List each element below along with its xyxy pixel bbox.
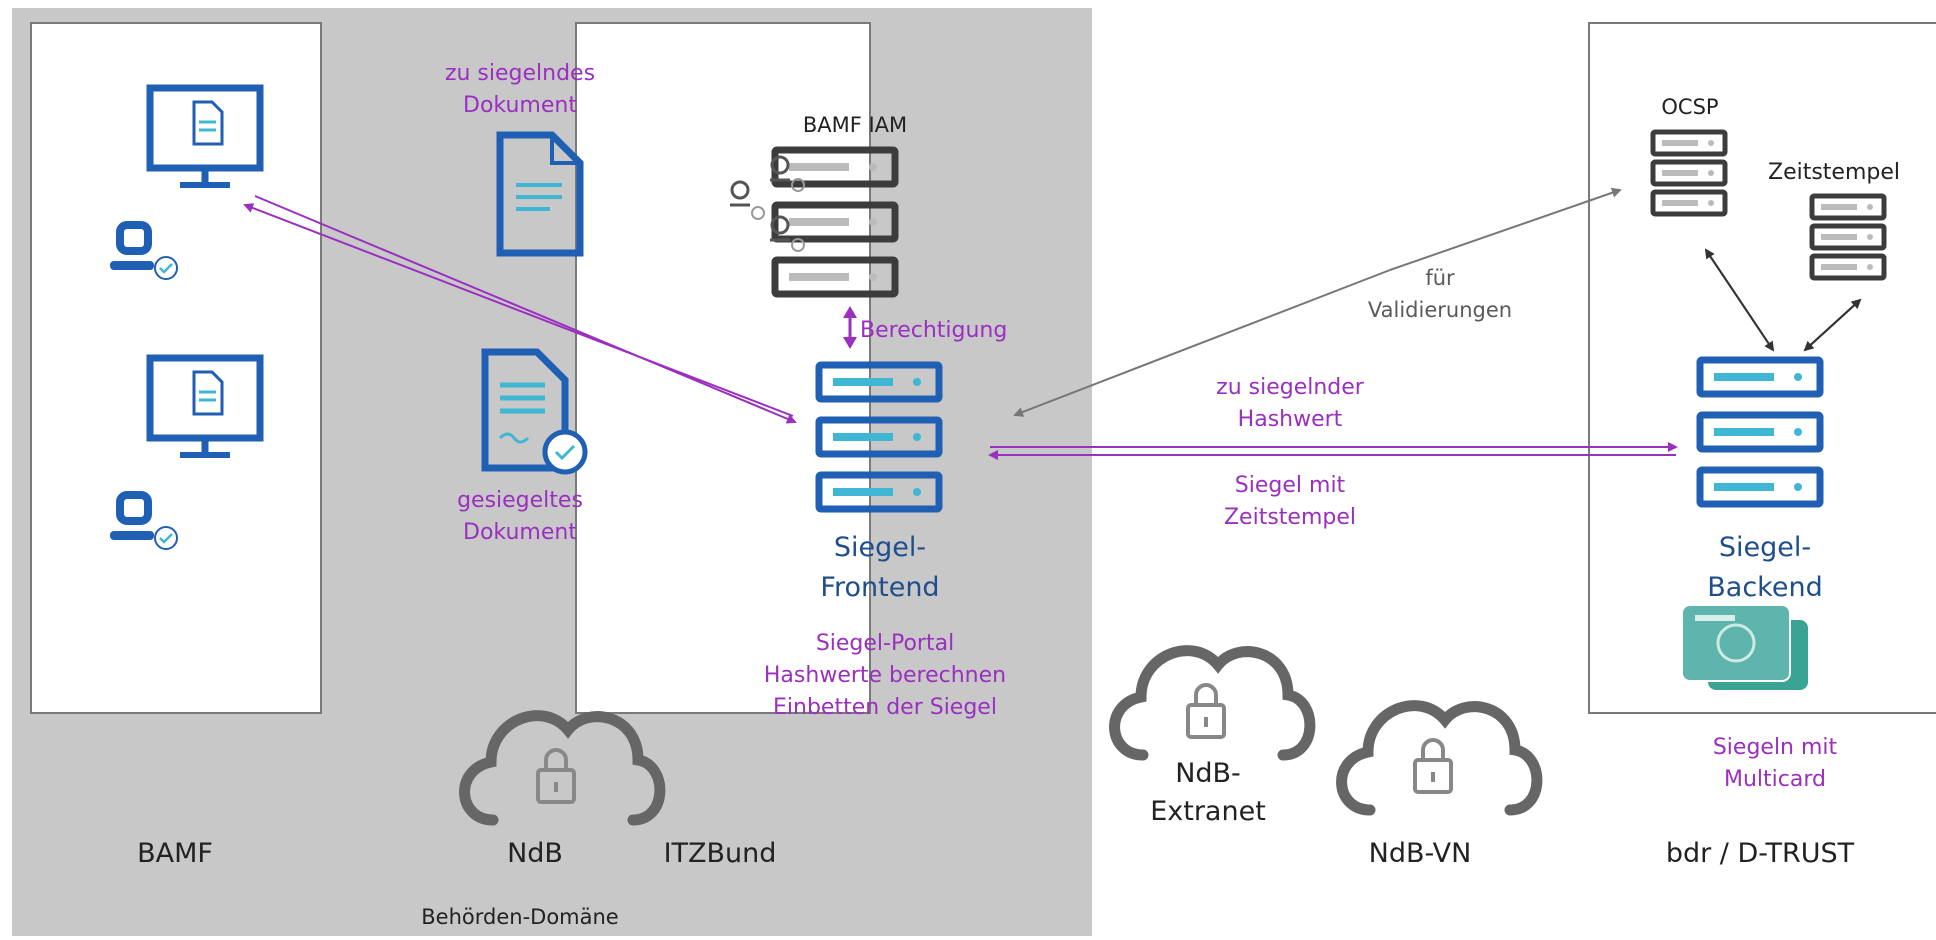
bamf-label: BAMF — [137, 838, 213, 869]
validation-arrows — [1013, 187, 1622, 417]
document-icon — [496, 131, 584, 257]
dtrust-zone — [1588, 22, 1936, 714]
siegel-frontend-label: Siegel- Frontend — [820, 532, 940, 603]
fuer-validierungen-label: für Validierungen — [1367, 266, 1513, 322]
ndb-extranet-cloud-lock-icon — [1115, 651, 1310, 755]
siegeln-mit-multicard-label: Siegeln mit Multicard — [1712, 735, 1838, 792]
siegel-frontend-server-icon — [819, 365, 939, 509]
sealed-document-icon — [481, 348, 588, 475]
smartcard-icon — [1681, 604, 1808, 690]
bamf-zone — [30, 22, 322, 714]
gesiegeltes-dokument-label: gesiegeltes Dokument — [457, 488, 583, 545]
ndb-extranet-label: NdB- Extranet — [1150, 758, 1266, 827]
bamf-iam-label: BAMF IAM — [802, 113, 908, 137]
bamf-user-2-icon — [110, 495, 177, 549]
berechtigung-label: Berechtigung — [860, 318, 1008, 343]
bamf-iam-server-icon — [775, 150, 895, 294]
user-key-icon — [730, 155, 805, 252]
backend-service-arrows — [1704, 248, 1862, 352]
zeitstempel-server-icon — [1812, 196, 1884, 278]
zu-siegelnder-hashwert-label: zu siegelnder Hashwert — [1216, 375, 1364, 432]
ndb-vn-cloud-lock-icon — [1342, 706, 1537, 810]
zu-siegelndes-dokument-label: zu siegelndes Dokument — [444, 61, 596, 118]
ocsp-server-icon — [1653, 132, 1725, 214]
behoerden-domaene-label: Behörden-Domäne — [421, 905, 619, 929]
ndb-label: NdB — [507, 838, 563, 869]
ndb-vn-label: NdB-VN — [1368, 838, 1472, 869]
siegel-backend-server-icon — [1700, 360, 1820, 504]
siegel-backend-label: Siegel- Backend — [1707, 532, 1823, 603]
zeitstempel-label: Zeitstempel — [1768, 160, 1901, 185]
siegel-portal-label: Siegel-Portal Hashwerte berechnen Einbet… — [763, 631, 1007, 720]
itzbund-label: ITZBund — [663, 838, 777, 869]
ndb-cloud-lock-icon — [465, 716, 660, 820]
dtrust-label: bdr / D-TRUST — [1665, 838, 1855, 869]
siegel-mit-zeitstempel-label: Siegel mit Zeitstempel — [1223, 473, 1356, 530]
berechtigung-arrow — [843, 306, 857, 349]
ocsp-label: OCSP — [1661, 95, 1719, 119]
hash-exchange-arrows — [988, 442, 1678, 460]
bamf-monitor-2-icon — [150, 358, 260, 455]
bamf-frontend-arrows — [243, 195, 797, 424]
bamf-user-1-icon — [110, 225, 177, 279]
bamf-monitor-1-icon — [150, 88, 260, 185]
